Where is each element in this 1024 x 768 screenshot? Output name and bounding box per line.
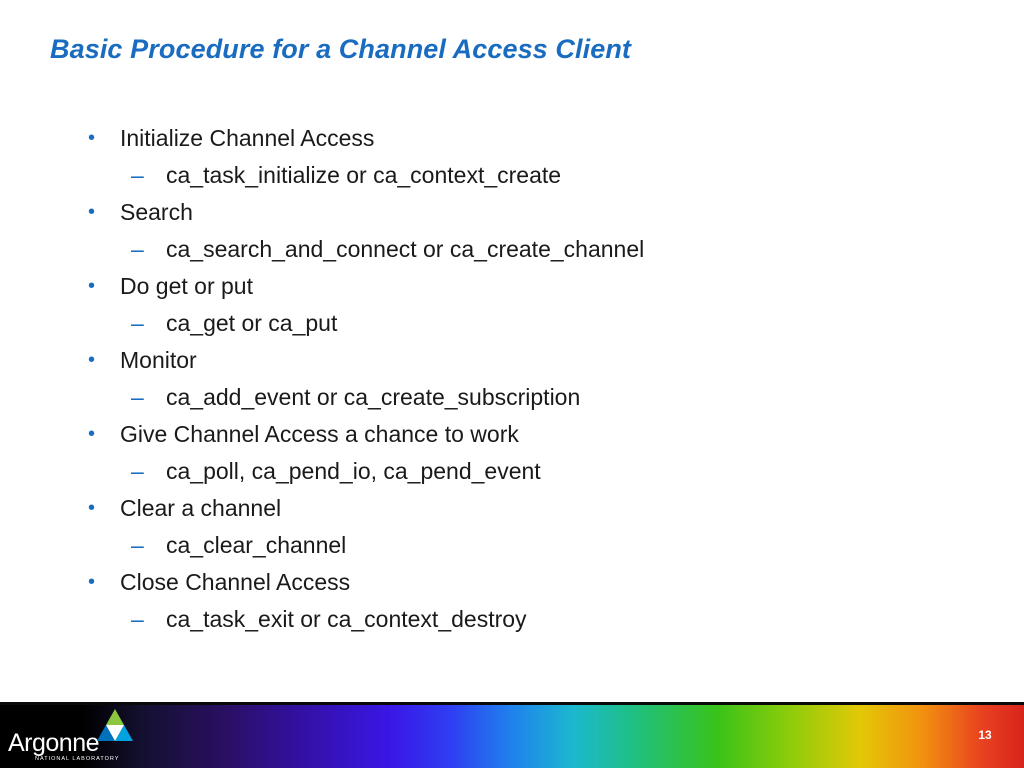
bullet-dot: • <box>88 571 96 593</box>
sub-bullet-text: ca_task_initialize or ca_context_create <box>166 162 562 188</box>
sub-bullet-item: –ca_search_and_connect or ca_create_chan… <box>0 231 1024 268</box>
bullet-text: Clear a channel <box>120 495 282 521</box>
sub-bullet-item: –ca_clear_channel <box>0 527 1024 564</box>
dash-marker: – <box>131 606 144 632</box>
footer-divider <box>0 702 1024 705</box>
sub-bullet-item: –ca_poll, ca_pend_io, ca_pend_event <box>0 453 1024 490</box>
dash-marker: – <box>131 384 144 410</box>
bullet-item: • Give Channel Access a chance to work <box>0 416 1024 453</box>
sub-bullet-item: –ca_task_exit or ca_context_destroy <box>0 601 1024 638</box>
argonne-logo-text: Argonne <box>8 729 100 757</box>
bullet-list: •Initialize Channel Access –ca_task_init… <box>0 120 1024 638</box>
sub-bullet-text: ca_add_event or ca_create_subscription <box>166 384 581 410</box>
sub-bullet-text: ca_task_exit or ca_context_destroy <box>166 606 527 632</box>
argonne-logo-subtext: NATIONAL LABORATORY <box>35 756 120 762</box>
footer-spectrum-bar: Argonne NATIONAL LABORATORY <box>0 702 1024 768</box>
bullet-item: • Close Channel Access <box>0 564 1024 601</box>
sub-bullet-item: –ca_get or ca_put <box>0 305 1024 342</box>
bullet-text: Search <box>120 199 193 225</box>
sub-bullet-item: –ca_add_event or ca_create_subscription <box>0 379 1024 416</box>
bullet-text: Close Channel Access <box>120 569 351 595</box>
sub-bullet-text: ca_clear_channel <box>166 532 347 558</box>
bullet-text: Give Channel Access a chance to work <box>120 421 519 447</box>
page-number: 13 <box>978 728 992 742</box>
bullet-dot: • <box>88 349 96 371</box>
dash-marker: – <box>131 310 144 336</box>
bullet-item: • Initialize Channel Access <box>0 120 1024 157</box>
bullet-dot: • <box>88 423 96 445</box>
bullet-item: • Clear a channel <box>0 490 1024 527</box>
sub-bullet-text: ca_search_and_connect or ca_create_chann… <box>166 236 645 262</box>
sub-bullet-item: –ca_task_initialize or ca_context_create <box>0 157 1024 194</box>
bullet-text: Monitor <box>120 347 197 373</box>
bullet-dot: • <box>88 275 96 297</box>
bullet-item: • Monitor <box>0 342 1024 379</box>
dash-marker: – <box>131 532 144 558</box>
dash-marker: – <box>131 236 144 262</box>
bullet-dot: • <box>88 497 96 519</box>
dash-marker: – <box>131 458 144 484</box>
dash-marker: – <box>131 162 144 188</box>
sub-bullet-text: ca_get or ca_put <box>166 310 338 336</box>
bullet-item: • Do get or put <box>0 268 1024 305</box>
argonne-triangle-logo-icon <box>97 709 133 741</box>
bullet-item: • Search <box>0 194 1024 231</box>
bullet-dot: • <box>88 201 96 223</box>
bullet-text: Initialize Channel Access <box>120 125 375 151</box>
sub-bullet-text: ca_poll, ca_pend_io, ca_pend_event <box>166 458 541 484</box>
bullet-text: Do get or put <box>120 273 253 299</box>
bullet-dot: • <box>88 127 96 149</box>
slide-title: Basic Procedure for a Channel Access Cli… <box>50 34 632 64</box>
